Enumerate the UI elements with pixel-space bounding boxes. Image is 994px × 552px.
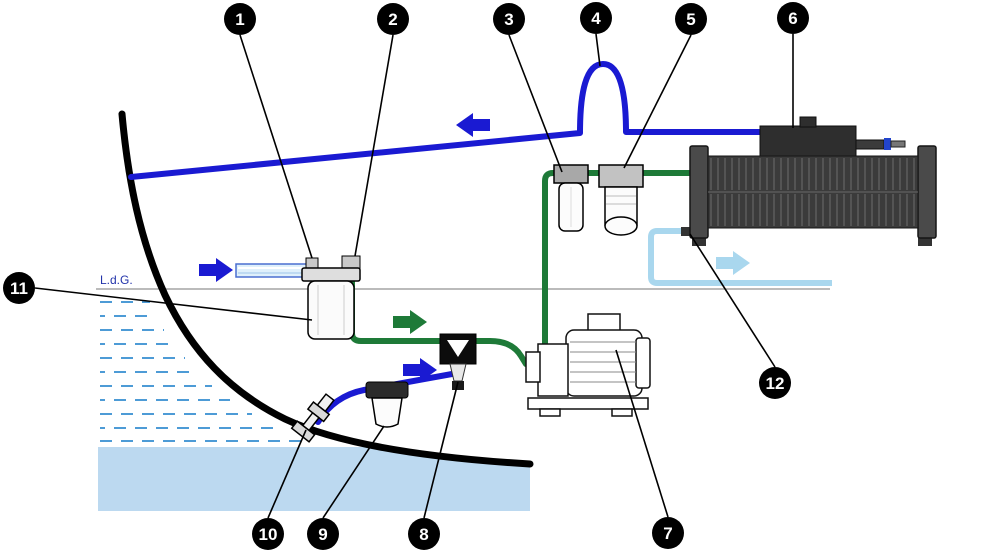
membrane-foot-left xyxy=(692,238,706,246)
flow-arrow-pressure-icon xyxy=(393,310,427,334)
discharge-port xyxy=(681,227,695,236)
membrane-left-cap xyxy=(689,145,709,239)
membrane-unit xyxy=(681,116,937,246)
membrane-right-cap xyxy=(917,145,937,239)
flow-arrow-green xyxy=(393,310,427,334)
water-fill xyxy=(98,447,530,511)
membrane-foot-right xyxy=(918,238,932,246)
svg-text:1: 1 xyxy=(235,10,244,29)
leader-lines xyxy=(34,33,794,519)
flow-arrows-blue xyxy=(199,113,490,382)
flow-arrow-left-icon xyxy=(456,113,490,137)
callout-8: 8 xyxy=(408,518,440,550)
svg-text:6: 6 xyxy=(788,9,797,28)
callout-11: 11 xyxy=(3,272,35,304)
flow-arrow-to-valve-icon xyxy=(403,358,437,382)
callout-7: 7 xyxy=(652,517,684,549)
feed-pump xyxy=(525,313,651,417)
filter-to-pump-line xyxy=(349,263,529,367)
callout-12: 12 xyxy=(759,367,791,399)
hp-pump-block xyxy=(759,125,857,159)
callout-10: 10 xyxy=(252,518,284,550)
inlet-tube xyxy=(235,263,309,278)
callouts: 1 2 3 4 5 6 7 8 xyxy=(3,2,809,550)
callout-5: 5 xyxy=(675,3,707,35)
membrane-vessel-top xyxy=(707,155,919,193)
hull-line xyxy=(118,110,534,468)
pre-filter-large xyxy=(598,164,644,236)
discharge-pipe xyxy=(648,228,832,286)
svg-text:8: 8 xyxy=(419,525,428,544)
svg-text:12: 12 xyxy=(766,374,785,393)
flow-arrow-inlet-icon xyxy=(199,258,233,282)
callout-2: 2 xyxy=(377,3,409,35)
discharge-line xyxy=(648,228,832,286)
svg-text:5: 5 xyxy=(686,10,695,29)
pre-filter-small xyxy=(553,164,589,232)
svg-text:2: 2 xyxy=(388,10,397,29)
raw-water-filter xyxy=(301,267,361,340)
svg-text:11: 11 xyxy=(10,279,28,298)
callout-1: 1 xyxy=(224,3,256,35)
svg-text:7: 7 xyxy=(663,524,672,543)
svg-text:10: 10 xyxy=(259,525,278,544)
pressure-pipes xyxy=(349,170,703,367)
callout-6: 6 xyxy=(777,2,809,34)
water-hatch xyxy=(100,301,310,442)
callout-4: 4 xyxy=(580,2,612,34)
flow-arrow-lightblue xyxy=(716,251,750,275)
pump-to-membrane-line xyxy=(542,170,703,355)
callout-3: 3 xyxy=(493,3,525,35)
raw-water-suction-line xyxy=(128,61,773,180)
sea-strainer xyxy=(365,381,409,428)
callout-9: 9 xyxy=(307,518,339,550)
membrane-vessel-bottom xyxy=(707,191,919,229)
flow-arrow-discharge-icon xyxy=(716,251,750,275)
svg-text:9: 9 xyxy=(318,525,327,544)
thru-hull-fitting xyxy=(290,393,335,443)
svg-text:4: 4 xyxy=(591,9,601,28)
waterline-label: L.d.G. xyxy=(100,273,133,287)
diverter-valve xyxy=(439,333,477,390)
svg-text:3: 3 xyxy=(504,10,513,29)
